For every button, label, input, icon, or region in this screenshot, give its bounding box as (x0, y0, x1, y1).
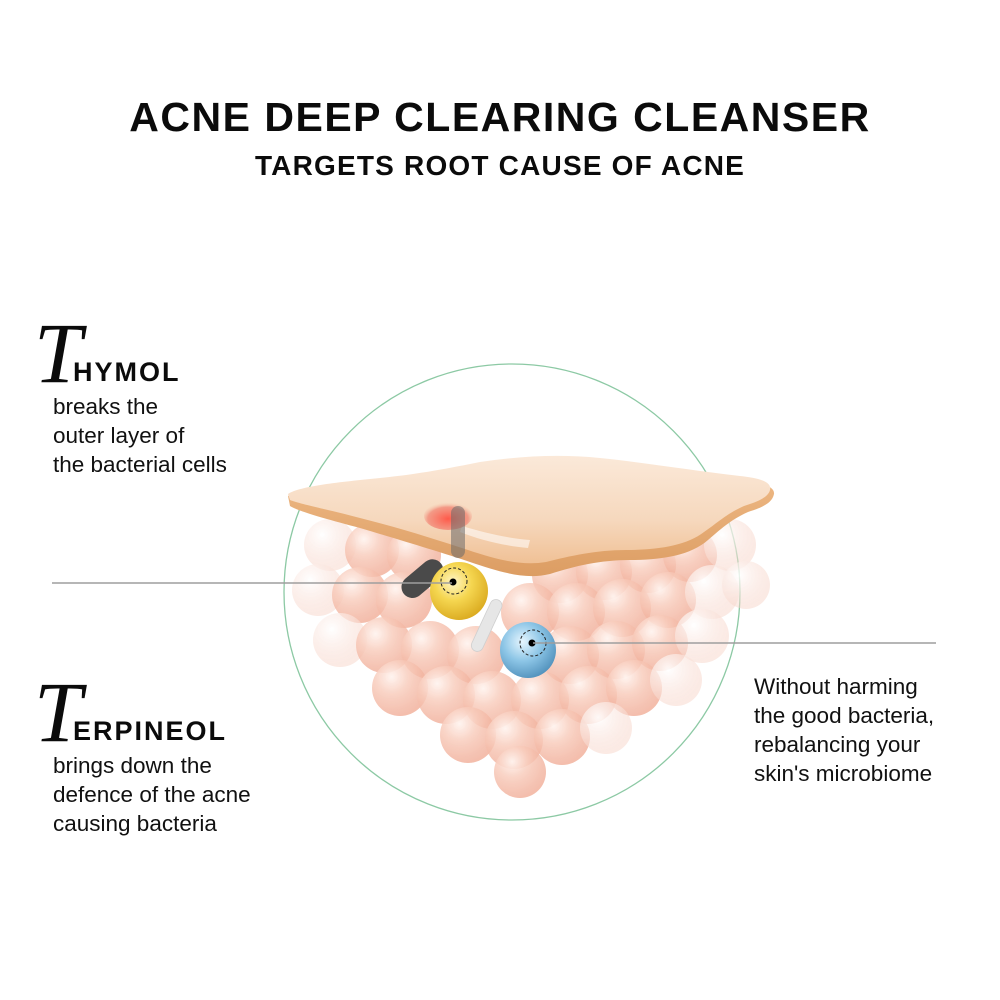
page-subtitle: TARGETS ROOT CAUSE OF ACNE (254, 150, 746, 181)
note-line: rebalancing your (754, 732, 921, 757)
ingredient-heading: T ERPINEOL (34, 664, 251, 760)
description-line: the bacterial cells (53, 452, 227, 477)
note-line: Without harming (754, 674, 918, 699)
description-line: outer layer of (53, 423, 185, 448)
description-line: causing bacteria (53, 811, 217, 836)
ingredient-terpineol: T ERPINEOL brings down the defence of th… (34, 664, 251, 838)
skin-surface-layer (288, 455, 775, 577)
diagram-circle (283, 363, 741, 821)
ingredient-description: brings down the defence of the acne caus… (53, 751, 251, 838)
ingredient-name: ERPINEOL (73, 716, 228, 746)
description-line: breaks the (53, 394, 159, 419)
dark-bacteria (401, 559, 444, 599)
acne-blemish (424, 502, 472, 530)
page-title: ACNE DEEP CLEARING CLEANSER (129, 94, 871, 140)
description-line: brings down the (53, 753, 212, 778)
good-bacteria (500, 622, 556, 678)
skin-cells (292, 519, 770, 798)
ingredient-heading: T HYMOL (34, 305, 227, 401)
drop-cap-letter: T (34, 305, 82, 401)
ingredient-description: breaks the outer layer of the bacterial … (53, 392, 227, 479)
acne-bacteria (430, 562, 488, 620)
note-line: skin's microbiome (754, 761, 933, 786)
light-bacteria (470, 599, 503, 652)
description-line: defence of the acne (53, 782, 251, 807)
ingredient-thymol: T HYMOL breaks the outer layer of the ba… (34, 305, 227, 479)
drop-cap-letter: T (34, 664, 82, 760)
note-line: the good bacteria, (754, 703, 935, 728)
bacteria-in-pore (451, 506, 465, 558)
ingredient-name: HYMOL (73, 357, 181, 387)
microbiome-note: Without harming the good bacteria, rebal… (754, 672, 934, 788)
